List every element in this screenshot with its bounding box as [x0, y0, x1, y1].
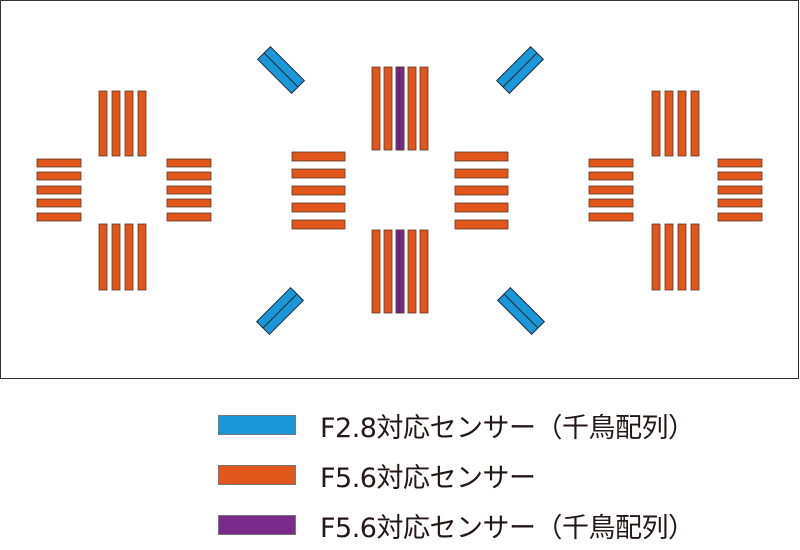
f56-sensor-vertical [651, 90, 661, 157]
f56-sensor-vertical [690, 90, 700, 157]
f56-sensor-horizontal [36, 185, 82, 195]
left-group [36, 90, 212, 291]
f56-sensor-vertical [419, 66, 429, 151]
legend: F2.8対応センサー（千鳥配列） F5.6対応センサー F5.6対応センサー（千… [218, 400, 695, 550]
af-sensor-diagram [36, 45, 763, 336]
f56-sensor-vertical [664, 90, 674, 157]
f56-sensor-vertical [371, 229, 381, 314]
f56-sensor-horizontal [717, 185, 763, 195]
f56-sensor-horizontal [588, 185, 634, 195]
legend-label: F5.6対応センサー（千鳥配列） [320, 512, 695, 544]
f56-sensor-horizontal [454, 151, 509, 162]
f56-sensor-vertical [677, 223, 687, 291]
f56-sensor-horizontal [454, 219, 509, 230]
f56-sensor-horizontal [166, 158, 212, 168]
f56-sensor-horizontal [36, 212, 82, 222]
f56-sensor-horizontal [588, 158, 634, 168]
legend-label: F2.8対応センサー（千鳥配列） [320, 412, 695, 444]
blue-sensor-bottom-left [255, 286, 305, 336]
f56-sensor-horizontal [717, 171, 763, 181]
f56-sensor-horizontal [166, 185, 212, 195]
f56-sensor-horizontal [291, 151, 346, 162]
legend-item-f56-cross: F5.6対応センサー（千鳥配列） [218, 500, 695, 550]
f56-sensor-horizontal [291, 185, 346, 196]
f56-sensor-vertical [111, 90, 121, 157]
center-group [291, 66, 509, 314]
legend-item-f28-cross: F2.8対応センサー（千鳥配列） [218, 400, 695, 450]
f56-sensor-vertical [383, 229, 393, 314]
f56-sensor-vertical [407, 229, 417, 314]
f56-sensor-horizontal [166, 212, 212, 222]
f56-sensor-horizontal [291, 219, 346, 230]
f56-sensor-horizontal [36, 171, 82, 181]
f56-sensor-horizontal [291, 168, 346, 179]
f56-sensor-horizontal [717, 198, 763, 208]
f56-sensor-vertical [137, 90, 147, 157]
f56-sensor-horizontal [588, 198, 634, 208]
f56-sensor-vertical [651, 223, 661, 291]
f56-sensor-horizontal [717, 212, 763, 222]
legend-label: F5.6対応センサー [320, 462, 536, 494]
blue-sensor-top-right [495, 45, 545, 95]
f56-sensor-vertical [124, 90, 134, 157]
f56-sensor-vertical [383, 66, 393, 151]
f56-sensor-horizontal [166, 198, 212, 208]
f56-sensor-vertical [98, 223, 108, 291]
legend-item-f56: F5.6対応センサー [218, 450, 694, 500]
swatch-f28 [218, 415, 296, 435]
f56-sensor-horizontal [291, 202, 346, 213]
f56-sensor-vertical [690, 223, 700, 291]
f56-sensor-vertical [98, 90, 108, 157]
f56-sensor-vertical [677, 90, 687, 157]
swatch-f56-cross [218, 515, 296, 535]
f56-sensor-horizontal [166, 171, 212, 181]
blue-sensor-bottom-right [496, 286, 546, 336]
f56-sensor-horizontal [36, 198, 82, 208]
f56-sensor-vertical [407, 66, 417, 151]
f56-cross-sensor [395, 229, 405, 314]
f56-sensor-vertical [371, 66, 381, 151]
f56-sensor-vertical [419, 229, 429, 314]
f56-sensor-horizontal [717, 158, 763, 168]
f56-sensor-horizontal [36, 158, 82, 168]
blue-sensor-top-left [256, 45, 306, 95]
f56-sensor-vertical [137, 223, 147, 291]
right-group [588, 90, 763, 291]
swatch-f56 [218, 465, 296, 485]
f56-sensor-horizontal [588, 212, 634, 222]
f56-sensor-vertical [111, 223, 121, 291]
f56-sensor-horizontal [454, 185, 509, 196]
f56-sensor-horizontal [588, 171, 634, 181]
f56-sensor-horizontal [454, 202, 509, 213]
f56-sensor-vertical [124, 223, 134, 291]
sensor-layout-frame [0, 0, 799, 379]
f56-sensor-horizontal [454, 168, 509, 179]
f56-cross-sensor [395, 66, 405, 151]
f56-sensor-vertical [664, 223, 674, 291]
